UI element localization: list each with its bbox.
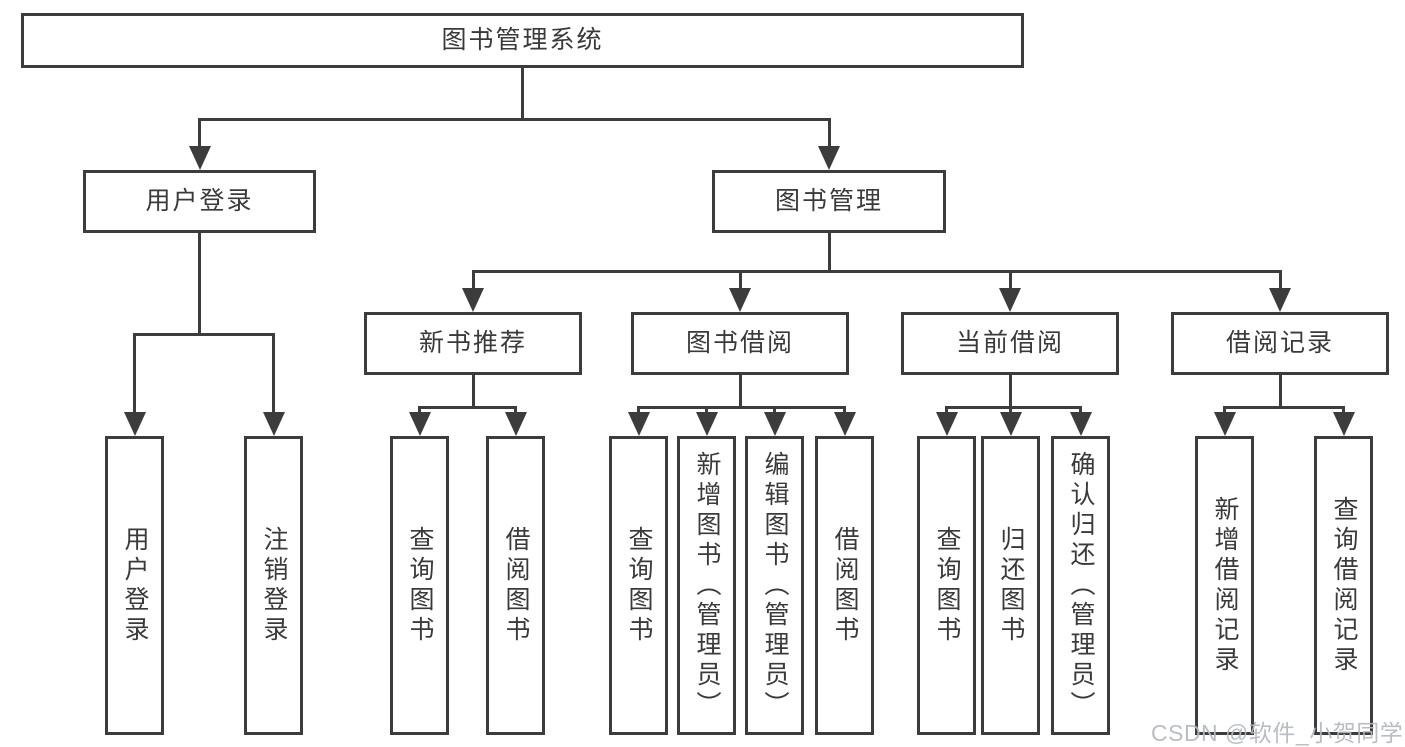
connector-line [705, 407, 708, 416]
node-root: 图书管理系统 [21, 13, 1024, 68]
connector-line [133, 334, 136, 416]
leaf-confirm-return-admin-label: 确认归还（管理员） [1067, 450, 1095, 721]
connector-line [1342, 407, 1345, 416]
leaf-user-login: 用户登录 [105, 436, 164, 735]
leaf-confirm-return-admin: 确认归还（管理员） [1051, 436, 1110, 735]
leaf-query-books-current-label: 查询图书 [933, 525, 961, 646]
connector-line [1223, 407, 1226, 416]
node-current-borrowing: 当前借阅 [901, 312, 1119, 375]
connector-line [1223, 405, 1345, 409]
arrowhead-icon [1069, 412, 1092, 436]
leaf-logout-label: 注销登录 [260, 525, 288, 646]
arrowhead-icon [695, 412, 718, 436]
arrowhead-icon [1332, 412, 1355, 436]
arrowhead-icon [1213, 412, 1236, 436]
leaf-query-books-borrowing-label: 查询图书 [625, 525, 653, 646]
arrowhead-icon [462, 288, 484, 312]
arrowhead-icon [1269, 288, 1291, 312]
leaf-add-borrow-record-label: 新增借阅记录 [1211, 495, 1239, 676]
arrowhead-icon [408, 412, 431, 436]
arrowhead-icon [188, 146, 211, 170]
connector-line [827, 119, 831, 150]
connector-line [843, 407, 846, 416]
arrowhead-icon [123, 412, 146, 436]
arrowhead-icon [262, 412, 285, 436]
connector-line [637, 407, 640, 416]
connector-line [418, 407, 421, 416]
node-user-login: 用户登录 [83, 170, 316, 233]
leaf-add-books-admin-label: 新增图书（管理员） [693, 450, 721, 721]
arrowhead-icon [935, 412, 958, 436]
node-root-label: 图书管理系统 [441, 26, 604, 54]
leaf-edit-books-admin: 编辑图书（管理员） [745, 436, 804, 735]
connector-line [471, 271, 475, 292]
connector-line [471, 375, 475, 407]
leaf-add-books-admin: 新增图书（管理员） [677, 436, 736, 735]
connector-line [514, 407, 517, 416]
arrowhead-icon [729, 288, 751, 312]
connector-line [272, 334, 275, 416]
node-borrowing-records: 借阅记录 [1171, 312, 1389, 375]
node-current-borrowing-label: 当前借阅 [955, 329, 1064, 357]
leaf-borrow-books-borrowing: 借阅图书 [815, 436, 874, 735]
connector-line [1278, 271, 1282, 292]
connector-line [773, 407, 776, 416]
connector-line [198, 119, 201, 150]
connector-line [945, 407, 948, 416]
arrowhead-icon [818, 146, 840, 170]
leaf-borrow-books-recommend: 借阅图书 [486, 436, 545, 735]
leaf-edit-books-admin-label: 编辑图书（管理员） [761, 450, 789, 721]
arrowhead-icon [999, 288, 1021, 312]
leaf-user-login-label: 用户登录 [121, 525, 149, 646]
connector-line [738, 375, 742, 407]
leaf-add-borrow-record: 新增借阅记录 [1195, 436, 1254, 735]
node-book-borrowing: 图书借阅 [631, 312, 849, 375]
connector-line [521, 68, 524, 119]
leaf-query-books-recommend: 查询图书 [390, 436, 449, 735]
leaf-query-books-current: 查询图书 [917, 436, 976, 735]
csdn-watermark: CSDN @软件_小贺同学 [1151, 720, 1404, 746]
node-user-login-label: 用户登录 [145, 187, 254, 215]
leaf-return-books-label: 归还图书 [997, 525, 1025, 646]
node-book-management-label: 图书管理 [774, 187, 883, 215]
connector-line [637, 405, 846, 409]
connector-line [198, 117, 831, 121]
arrowhead-icon [504, 412, 527, 436]
leaf-return-books: 归还图书 [981, 436, 1040, 735]
connector-line [1008, 375, 1012, 407]
arrowhead-icon [999, 412, 1022, 436]
arrowhead-icon [627, 412, 650, 436]
leaf-query-books-borrowing: 查询图书 [609, 436, 668, 735]
connector-line [1278, 375, 1282, 407]
arrowhead-icon [763, 412, 786, 436]
connector-line [945, 405, 1082, 409]
leaf-logout: 注销登录 [244, 436, 303, 735]
connector-line [1079, 407, 1082, 416]
connector-line [827, 233, 831, 271]
leaf-query-borrow-record: 查询借阅记录 [1314, 436, 1373, 735]
connector-line [471, 269, 1282, 273]
node-book-management: 图书管理 [712, 170, 946, 233]
connector-line [198, 233, 201, 334]
leaf-query-books-recommend-label: 查询图书 [406, 525, 434, 646]
connector-line [738, 271, 742, 292]
leaf-query-borrow-record-label: 查询借阅记录 [1330, 495, 1358, 676]
node-new-book-recommend-label: 新书推荐 [418, 329, 527, 357]
connector-line [133, 332, 275, 336]
node-borrowing-records-label: 借阅记录 [1225, 329, 1334, 357]
node-book-borrowing-label: 图书借阅 [685, 329, 794, 357]
leaf-borrow-books-recommend-label: 借阅图书 [502, 525, 530, 646]
connector-line [1009, 407, 1012, 416]
arrowhead-icon [833, 412, 856, 436]
connector-line [1008, 271, 1012, 292]
leaf-borrow-books-borrowing-label: 借阅图书 [831, 525, 859, 646]
connector-line [418, 405, 517, 409]
node-new-book-recommend: 新书推荐 [364, 312, 582, 375]
